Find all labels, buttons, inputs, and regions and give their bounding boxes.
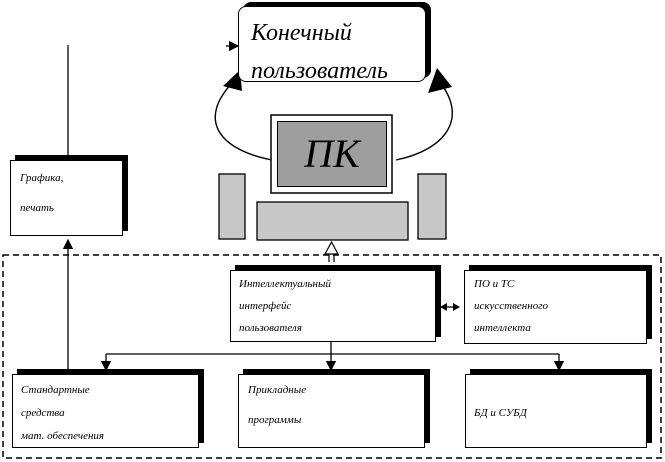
interface-label-line3: пользователя <box>239 322 302 334</box>
db-box: БД и СУБД <box>465 374 647 448</box>
curved-arrow-left <box>214 79 273 161</box>
arrow-interface-ai-right-head <box>453 303 460 311</box>
system-boundary <box>2 254 662 459</box>
curved-arrow-right-head <box>428 68 452 93</box>
standard-box: Стандартные средства мат. обеспечения <box>12 374 199 448</box>
applied-label-line1: Прикладные <box>248 384 307 396</box>
standard-label-line2: средства <box>21 407 65 419</box>
graphics-box: Графика, печать <box>10 160 123 236</box>
interface-label-line2: интерфейс <box>239 300 292 312</box>
end-user-box: Конечный пользователь <box>238 6 426 82</box>
interface-label-line1: Интеллектуальный <box>239 278 331 290</box>
left-speaker <box>218 173 246 240</box>
ai-label-line1: ПО и ТС <box>474 278 515 290</box>
ai-label-line3: интеллекта <box>474 322 531 334</box>
double-arrow-head <box>323 240 340 255</box>
pc-label: ПК <box>304 131 360 176</box>
right-speaker <box>417 173 447 240</box>
standard-label-line1: Стандартные <box>21 384 90 396</box>
end-user-label-line1: Конечный <box>251 20 352 46</box>
ai-box: ПО и ТС искусственного интеллекта <box>464 270 647 344</box>
standard-label-line3: мат. обеспечения <box>21 430 105 442</box>
applied-label-line2: программы <box>248 414 302 426</box>
arrow-interface-ai-left-head <box>440 303 447 311</box>
ai-label-line2: искусственного <box>474 300 548 312</box>
graphics-label-line1: Графика, <box>20 172 64 184</box>
graphics-label-line2: печать <box>20 202 54 214</box>
interface-box: Интеллектуальный интерфейс пользователя <box>230 270 436 342</box>
curved-arrow-left-head <box>223 70 242 91</box>
applied-box: Прикладные программы <box>238 374 425 448</box>
end-user-label-line2: пользователь <box>251 58 388 82</box>
keyboard <box>256 201 409 241</box>
pc-screen: ПК <box>277 121 387 187</box>
curved-arrow-right <box>395 79 453 161</box>
db-label: БД и СУБД <box>474 407 527 419</box>
